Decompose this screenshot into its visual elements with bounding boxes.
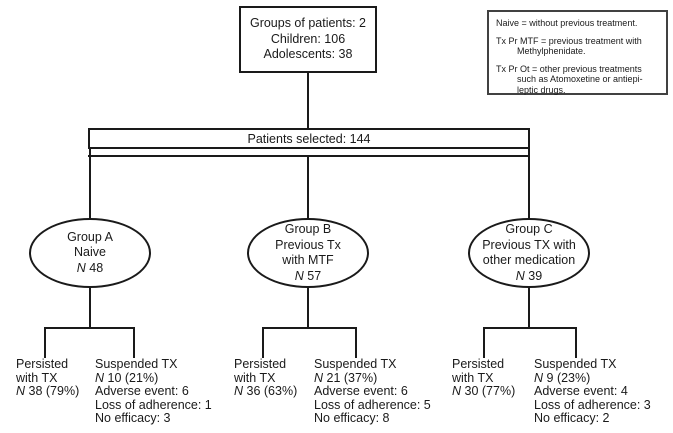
persisted-line: with TX bbox=[16, 370, 58, 385]
connector-line bbox=[575, 327, 577, 358]
suspended-detail: No efficacy: 2 bbox=[534, 411, 610, 425]
connector-line bbox=[262, 327, 264, 358]
persisted-block-c: Persisted with TX N 30 (77%) bbox=[452, 357, 516, 399]
group-name: Group B bbox=[284, 222, 332, 236]
persisted-n: N 30 (77%) bbox=[452, 384, 516, 398]
group-desc: other medication bbox=[482, 253, 576, 267]
legend-entry: Tx Pr MTF = previous treatment with Meth… bbox=[496, 36, 661, 57]
persisted-line: Persisted bbox=[16, 357, 69, 371]
group-n: N 48 bbox=[76, 260, 104, 275]
persisted-block-b: Persisted with TX N 36 (63%) bbox=[234, 357, 298, 399]
connector-line bbox=[133, 327, 135, 358]
group-desc: Previous TX with bbox=[482, 237, 576, 252]
summary-line: Adolescents: 38 bbox=[263, 47, 353, 62]
suspended-detail: No efficacy: 8 bbox=[314, 411, 390, 425]
connector-line bbox=[44, 327, 46, 358]
connector-line bbox=[307, 73, 309, 128]
group-name: Group A bbox=[67, 229, 113, 244]
suspended-detail: No efficacy: 3 bbox=[95, 411, 171, 425]
suspended-block-b: Suspended TX N 21 (37%) Adverse event: 6… bbox=[314, 357, 431, 426]
connector-line bbox=[307, 157, 309, 219]
suspended-detail: Loss of adherence: 5 bbox=[314, 397, 431, 412]
connector-line bbox=[483, 327, 485, 358]
legend-entry: Tx Pr Ot = other previous treatments suc… bbox=[496, 64, 661, 96]
connector-line bbox=[262, 327, 357, 329]
suspended-detail: Adverse event: 4 bbox=[534, 384, 628, 398]
persisted-line: Persisted bbox=[452, 357, 505, 371]
connector-line bbox=[483, 327, 577, 329]
suspended-title: Suspended TX bbox=[534, 357, 617, 371]
connector-line bbox=[355, 327, 357, 358]
persisted-line: Persisted bbox=[234, 357, 287, 371]
legend-line: Tx Pr MTF = previous treatment with bbox=[496, 35, 642, 46]
suspended-block-c: Suspended TX N 9 (23%) Adverse event: 4 … bbox=[534, 357, 651, 426]
persisted-line: with TX bbox=[452, 370, 494, 385]
group-desc: with MTF bbox=[282, 253, 334, 267]
suspended-detail: Loss of adherence: 1 bbox=[95, 397, 212, 412]
connector-line bbox=[307, 287, 309, 329]
legend-entry: Naive = without previous treatment. bbox=[496, 18, 661, 29]
legend-line: Methylphenidate. bbox=[517, 46, 586, 56]
suspended-detail: Loss of adherence: 3 bbox=[534, 397, 651, 412]
suspended-n: N 10 (21%) bbox=[95, 370, 159, 385]
legend-line: Naive = without previous treatment. bbox=[496, 18, 638, 28]
legend-box: Naive = without previous treatment. Tx P… bbox=[487, 10, 668, 95]
patients-selected-label: Patients selected: 144 bbox=[247, 131, 371, 146]
connector-line bbox=[88, 155, 530, 157]
group-name: Group C bbox=[505, 222, 553, 236]
suspended-detail: Adverse event: 6 bbox=[314, 384, 408, 398]
connector-line bbox=[528, 287, 530, 329]
group-n: N 57 bbox=[294, 268, 322, 283]
group-c-ellipse: Group C Previous TX with other medicatio… bbox=[468, 218, 590, 288]
persisted-block-a: Persisted with TX N 38 (79%) bbox=[16, 357, 80, 399]
suspended-title: Suspended TX bbox=[95, 357, 178, 371]
group-a-ellipse: Group A Naive N 48 bbox=[29, 218, 151, 288]
group-b-ellipse: Group B Previous Tx with MTF N 57 bbox=[247, 218, 369, 288]
suspended-title: Suspended TX bbox=[314, 357, 397, 371]
connector-line bbox=[44, 327, 135, 329]
legend-line: leptic drugs. bbox=[517, 84, 566, 95]
legend-line: Tx Pr Ot = other previous treatments bbox=[496, 63, 642, 74]
summary-line: Groups of patients: 2 bbox=[249, 16, 367, 31]
patients-selected-box: Patients selected: 144 bbox=[88, 128, 530, 149]
connector-line bbox=[89, 148, 91, 219]
persisted-n: N 38 (79%) bbox=[16, 384, 80, 398]
suspended-n: N 9 (23%) bbox=[534, 370, 591, 385]
group-desc: Previous Tx bbox=[275, 237, 341, 252]
legend-line: such as Atomoxetine or antiepi- bbox=[517, 74, 643, 84]
persisted-n: N 36 (63%) bbox=[234, 384, 298, 398]
suspended-block-a: Suspended TX N 10 (21%) Adverse event: 6… bbox=[95, 357, 212, 426]
suspended-n: N 21 (37%) bbox=[314, 370, 378, 385]
summary-line: Children: 106 bbox=[270, 31, 346, 46]
suspended-detail: Adverse event: 6 bbox=[95, 384, 189, 398]
connector-line bbox=[89, 287, 91, 329]
group-desc: Naive bbox=[74, 245, 106, 260]
group-n: N 39 bbox=[515, 268, 543, 283]
persisted-line: with TX bbox=[234, 370, 276, 385]
connector-line bbox=[528, 148, 530, 219]
groups-summary-box: Groups of patients: 2 Children: 106 Adol… bbox=[239, 6, 377, 73]
